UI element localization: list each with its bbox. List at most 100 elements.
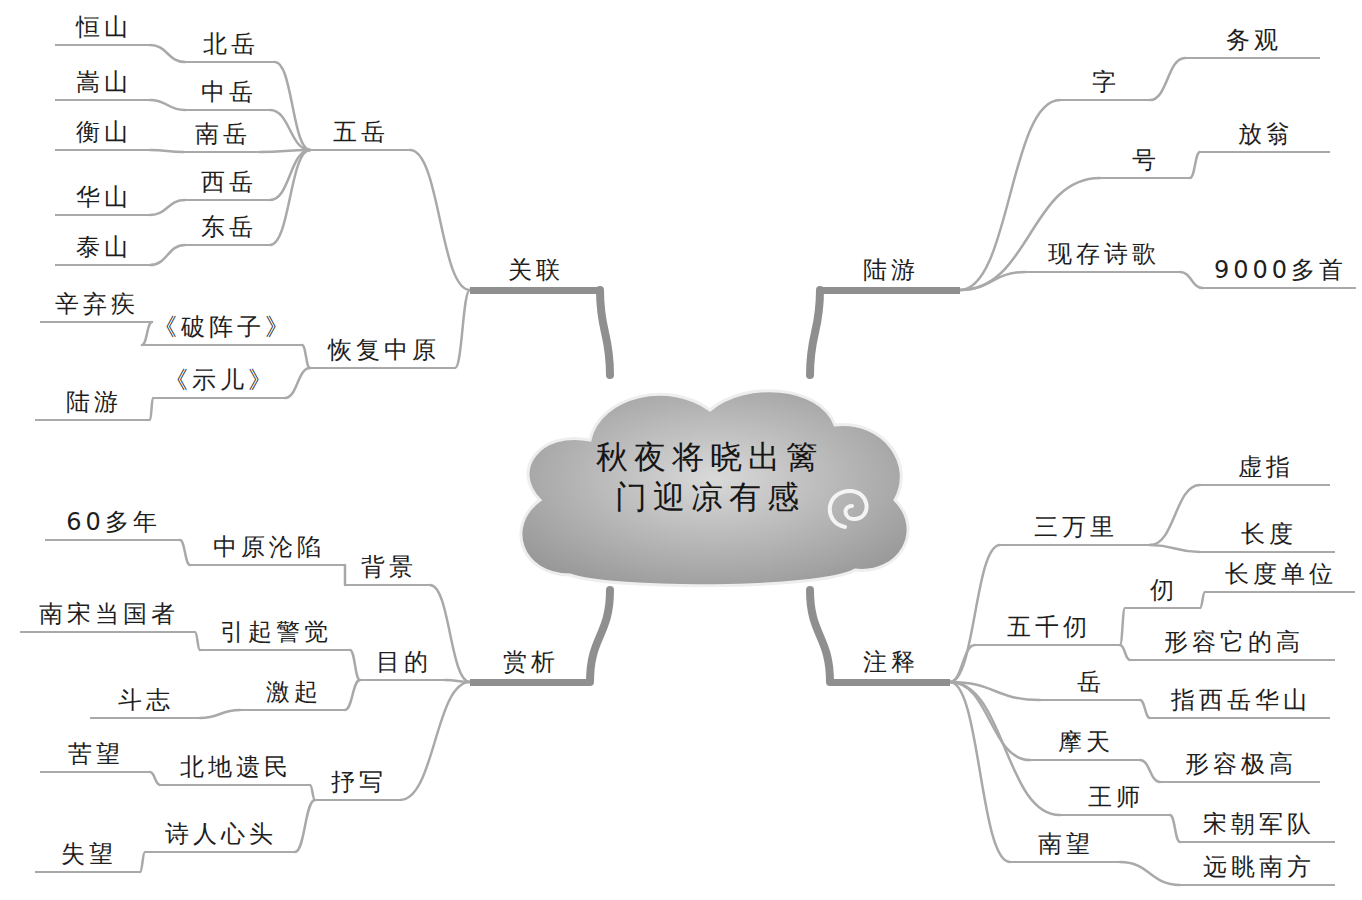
- central-title: 秋夜将晓出篱门迎凉有感: [585, 437, 835, 517]
- branch-line: [150, 200, 185, 215]
- branch-line: [150, 245, 185, 265]
- branch-topic: 引起警觉: [200, 613, 350, 652]
- branch-line: [1150, 545, 1200, 552]
- topic-text: 9000多首: [1210, 255, 1349, 287]
- branch-line: [270, 150, 310, 245]
- branch-topic: 中岳: [185, 73, 270, 112]
- main-branch-topic: 赏析: [470, 643, 590, 686]
- topic-text: 泰山: [72, 232, 134, 264]
- branch-topic: 号: [1100, 141, 1190, 180]
- branch-topic: 摩天: [1030, 723, 1140, 762]
- topic-text: 五千仞: [1003, 612, 1093, 644]
- topic-text: 长度单位: [1221, 559, 1339, 591]
- central-topic: 秋夜将晓出篱门迎凉有感: [500, 375, 920, 590]
- topic-text: 《破阵子》: [149, 312, 295, 344]
- topic-text: 抒写: [327, 767, 389, 799]
- branch-line: [302, 345, 310, 368]
- branch-topic: 9000多首: [1203, 251, 1356, 290]
- branch-line: [180, 540, 190, 565]
- branch-line: [150, 150, 184, 152]
- topic-text: 陆游: [62, 387, 124, 419]
- topic-text: 关联: [504, 255, 566, 287]
- branch-line: [345, 680, 360, 710]
- branch-topic: 北岳: [185, 25, 275, 64]
- branch-topic: 字: [1060, 63, 1150, 102]
- branch-topic: 嵩山: [55, 63, 150, 102]
- branch-topic: 南岳: [184, 115, 260, 154]
- branch-topic: 长度: [1200, 515, 1335, 554]
- branch-line: [200, 710, 240, 718]
- branch-line: [350, 650, 360, 680]
- branch-topic: 三万里: [1000, 508, 1150, 547]
- topic-text: 现存诗歌: [1044, 239, 1162, 271]
- branch-topic: 泰山: [55, 228, 150, 267]
- topic-text: 西岳: [197, 167, 259, 199]
- branch-line: [1120, 645, 1130, 660]
- main-branch: [590, 590, 610, 682]
- branch-topic: 失望: [35, 835, 140, 874]
- branch-topic: 岳: [1040, 663, 1140, 702]
- branch-topic: 背景: [345, 548, 430, 587]
- branch-topic: 五千仞: [975, 608, 1120, 647]
- topic-text: 失望: [57, 839, 119, 871]
- cloud-body: [521, 391, 908, 586]
- topic-text: 南岳: [191, 119, 253, 151]
- branch-line: [150, 772, 160, 785]
- branch-topic: 诗人心头: [145, 815, 295, 854]
- branch-line: [150, 45, 185, 62]
- branch-topic: 苦望: [40, 735, 150, 774]
- branch-line: [1150, 485, 1200, 545]
- branch-line: [1140, 760, 1160, 782]
- main-branch-topic: 陆游: [820, 251, 960, 294]
- topic-text: 《示儿》: [160, 365, 278, 397]
- branch-topic: 放翁: [1200, 115, 1330, 154]
- branch-topic: 抒写: [315, 763, 400, 802]
- branch-topic: 中原沦陷: [190, 528, 345, 567]
- branch-topic: 北地遗民: [160, 748, 310, 787]
- branch-topic: 激起: [240, 673, 345, 712]
- topic-text: 远眺南方: [1199, 852, 1317, 884]
- topic-text: 苦望: [64, 739, 126, 771]
- branch-line: [150, 100, 185, 110]
- main-branch: [600, 290, 610, 375]
- branch-line: [410, 150, 470, 290]
- topic-text: 南宋当国者: [35, 599, 181, 631]
- topic-text: 中原沦陷: [209, 532, 327, 564]
- branch-line: [142, 322, 152, 345]
- topic-text: 恢复中原: [324, 335, 442, 367]
- topic-text: 辛弃疾: [51, 289, 141, 321]
- branch-topic: 华山: [55, 178, 150, 217]
- topic-text: 字: [1088, 67, 1122, 99]
- topic-text: 中岳: [197, 77, 259, 109]
- main-branch-topic: 注释: [830, 643, 950, 686]
- branch-topic: 现存诗歌: [1025, 235, 1180, 274]
- topic-text: 60多年: [62, 507, 163, 539]
- branch-line: [295, 800, 315, 852]
- branch-line: [400, 682, 470, 800]
- branch-line: [950, 682, 1010, 862]
- branch-line: [1140, 700, 1150, 718]
- topic-text: 激起: [262, 677, 324, 709]
- branch-topic: 衡山: [55, 113, 150, 152]
- branch-line: [1120, 862, 1180, 885]
- branch-topic: 辛弃疾: [40, 285, 152, 324]
- topic-text: 斗志: [114, 685, 176, 717]
- topic-text: 形容极高: [1181, 749, 1299, 781]
- branch-line: [1200, 592, 1205, 608]
- branch-line: [455, 290, 470, 368]
- topic-text: 王师: [1084, 782, 1146, 814]
- branch-line: [1190, 152, 1200, 178]
- topic-text: 恒山: [72, 12, 134, 44]
- branch-line: [285, 368, 310, 398]
- branch-line: [960, 272, 1025, 290]
- branch-line: [1150, 58, 1185, 100]
- branch-topic: 目的: [360, 643, 445, 682]
- branch-topic: 60多年: [45, 503, 180, 542]
- branch-topic: 陆游: [35, 383, 150, 422]
- branch-topic: 东岳: [185, 208, 270, 247]
- topic-text: 南望: [1034, 829, 1096, 861]
- branch-topic: 斗志: [90, 681, 200, 720]
- topic-text: 仞: [1146, 575, 1180, 607]
